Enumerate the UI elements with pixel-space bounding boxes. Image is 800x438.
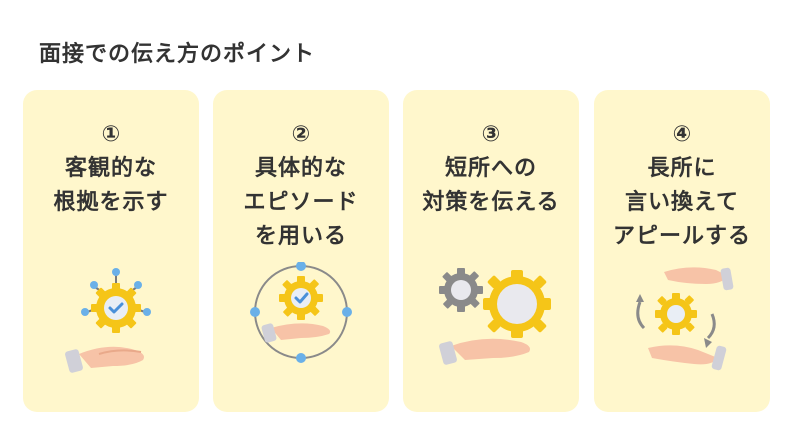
page-title: 面接での伝え方のポイント bbox=[39, 42, 316, 67]
card-number: ② bbox=[291, 122, 311, 147]
gear-network-hand-icon bbox=[65, 268, 151, 373]
point-card-3: ③ 短所への 対策を伝える bbox=[403, 90, 579, 412]
card-line: エピソード bbox=[243, 190, 359, 215]
card-number: ① bbox=[101, 122, 121, 147]
card-line: 長所に bbox=[647, 156, 717, 181]
card-line: 根拠を示す bbox=[53, 190, 169, 215]
card-line: 言い換えて bbox=[625, 190, 739, 215]
exchange-gear-hands-icon bbox=[636, 267, 734, 371]
point-card-2: ② 具体的な エピソード を用いる bbox=[213, 90, 389, 412]
card-line: を用いる bbox=[254, 224, 347, 249]
point-card-4: ④ 長所に 言い換えて アピールする bbox=[594, 90, 770, 412]
card-line: 対策を伝える bbox=[422, 190, 560, 215]
gears-hand-icon bbox=[439, 268, 551, 365]
gear-cycle-hand-icon bbox=[250, 262, 352, 363]
card-number: ④ bbox=[672, 122, 692, 147]
card-line: 短所への bbox=[444, 156, 537, 181]
card-number: ③ bbox=[481, 122, 501, 147]
card-line: 客観的な bbox=[64, 156, 157, 181]
card-line: 具体的な bbox=[254, 156, 347, 181]
point-card-1: ① 客観的な 根拠を示す bbox=[23, 90, 199, 412]
card-line: アピールする bbox=[612, 224, 751, 249]
